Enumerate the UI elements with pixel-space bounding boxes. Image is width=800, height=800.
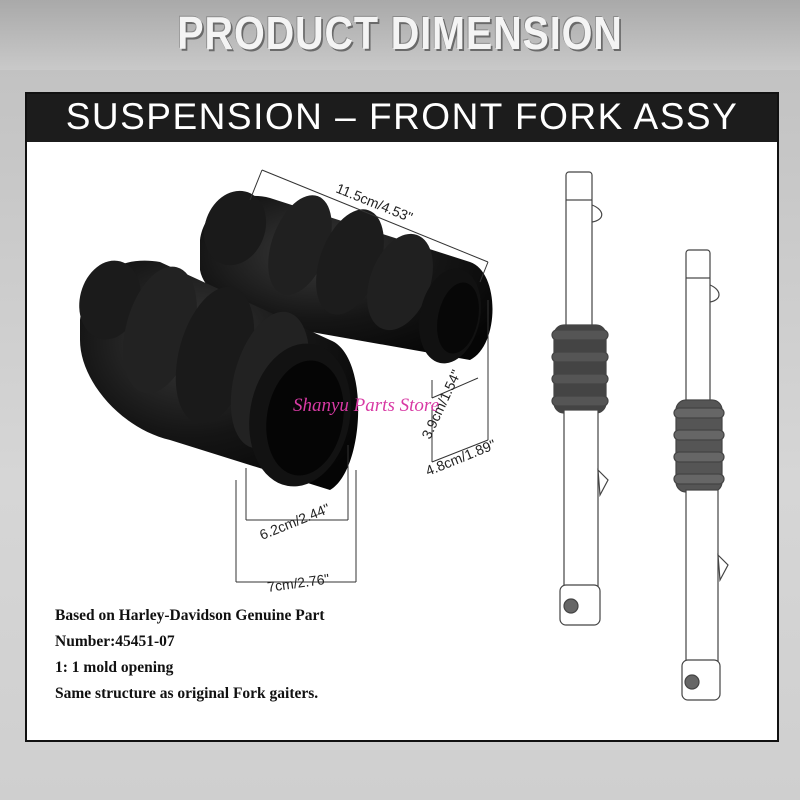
large-outer-dimension-label: 7cm/2.76" <box>266 570 330 595</box>
panel-title: SUSPENSION – FRONT FORK ASSY <box>65 96 739 137</box>
fork-assembly-drawing-2 <box>673 249 729 701</box>
top-banner: PRODUCT DIMENSION <box>0 0 800 70</box>
banner-title: PRODUCT DIMENSION <box>177 7 623 59</box>
product-notes: Based on Harley-Davidson Genuine Part Nu… <box>55 603 325 707</box>
note-line: 1: 1 mold opening <box>55 659 174 676</box>
note-line: Number:45451-07 <box>55 633 175 650</box>
large-inner-dimension-label: 6.2cm/2.44" <box>257 500 332 543</box>
fork-boot-back-image <box>200 190 493 364</box>
panel-header: SUSPENSION – FRONT FORK ASSY <box>27 94 777 142</box>
dimension-lines <box>235 169 489 583</box>
note-line: Based on Harley-Davidson Genuine Part <box>55 607 325 624</box>
store-watermark: Shanyu Parts Store <box>293 395 440 416</box>
note-line: Same structure as original Fork gaiters. <box>55 685 319 702</box>
small-outer-dimension-label: 4.8cm/1.89" <box>423 436 498 479</box>
fork-assembly-drawing-1 <box>551 171 609 626</box>
fork-boot-front-image <box>79 260 359 490</box>
